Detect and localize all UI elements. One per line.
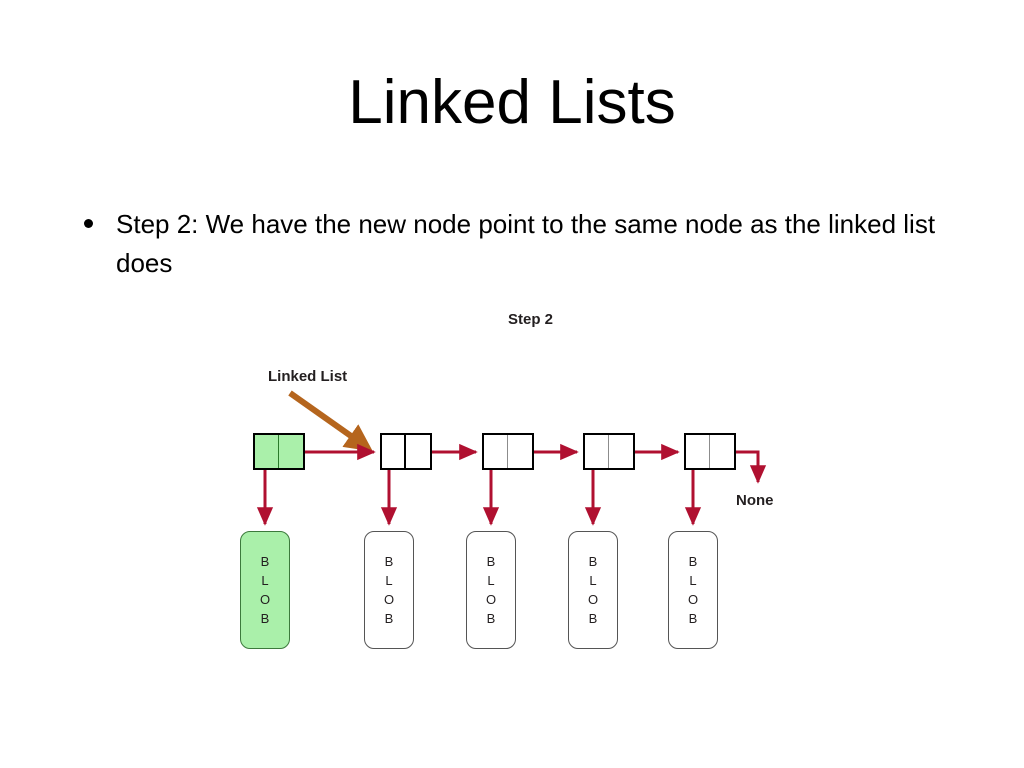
blob-letter: O — [383, 592, 395, 607]
page-title: Linked Lists — [348, 68, 676, 137]
blob-letter: B — [486, 554, 496, 569]
blob-letter: B — [588, 611, 598, 626]
blob-letter: L — [487, 573, 495, 588]
node-next-cell — [710, 435, 734, 468]
bullet-text: Step 2: We have the new node point to th… — [116, 209, 936, 278]
linked-list-node-4 — [583, 433, 635, 470]
blob-letter: O — [587, 592, 599, 607]
node-data-cell — [382, 435, 406, 468]
node-next-cell — [279, 435, 303, 468]
blob-letter: B — [384, 611, 394, 626]
blob-letter: O — [485, 592, 497, 607]
blob-letter: B — [588, 554, 598, 569]
diagram-linked-list-label: Linked List — [268, 368, 348, 385]
blob-letter: B — [688, 611, 698, 626]
blob-letter: B — [486, 611, 496, 626]
node-next-cell — [508, 435, 532, 468]
node-data-cell — [484, 435, 508, 468]
blob-letter: B — [260, 611, 270, 626]
node-data-cell — [585, 435, 609, 468]
node-data-cell — [255, 435, 279, 468]
blob-letter: O — [687, 592, 699, 607]
bullet-item: Step 2: We have the new node point to th… — [78, 205, 958, 283]
blob-letter: B — [260, 554, 270, 569]
linked-list-node-5 — [684, 433, 736, 470]
diagram-step-label: Step 2 — [508, 311, 554, 328]
bullet-marker-icon — [84, 219, 93, 228]
linked-list-node-2 — [380, 433, 432, 470]
node-next-cell — [406, 435, 430, 468]
blob-letter: B — [688, 554, 698, 569]
node-next-cell — [609, 435, 633, 468]
blob-letter: L — [385, 573, 393, 588]
blob-letter: L — [261, 573, 269, 588]
blob-letter: O — [259, 592, 271, 607]
node-data-cell — [686, 435, 710, 468]
linked-list-node-3 — [482, 433, 534, 470]
blob-letter: B — [384, 554, 394, 569]
bullet-list: Step 2: We have the new node point to th… — [78, 205, 958, 283]
blob-letter: L — [689, 573, 697, 588]
linked-list-node-1 — [253, 433, 305, 470]
blob-letter: L — [589, 573, 597, 588]
diagram-none-label: None — [736, 492, 774, 509]
